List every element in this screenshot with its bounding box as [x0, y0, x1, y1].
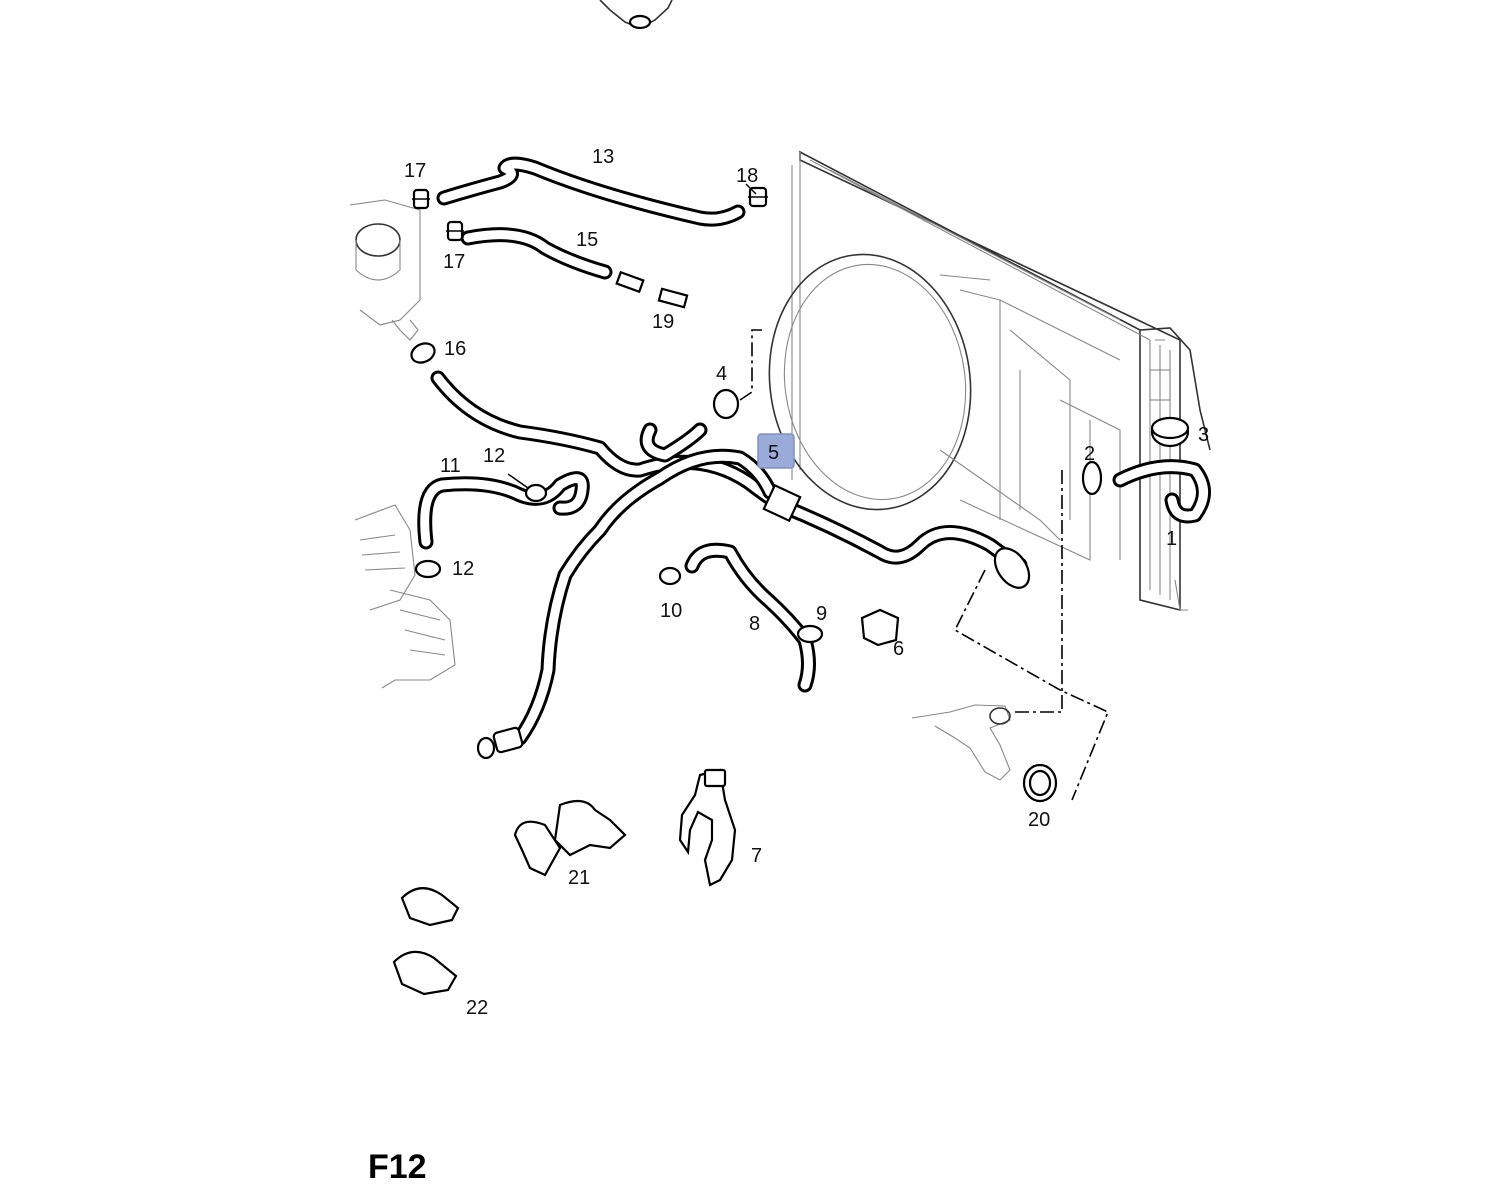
hose-1 — [1112, 459, 1211, 524]
expansion-tank — [349, 199, 421, 341]
thermostat-housing — [911, 704, 1011, 781]
hose-16-main — [430, 370, 1031, 589]
label-5[interactable]: 5 — [768, 442, 779, 464]
clamp-18 — [748, 186, 768, 208]
hose-13 — [436, 156, 746, 227]
label-17b: 17 — [443, 251, 465, 273]
clamp-4 — [712, 329, 762, 420]
radiator-assembly — [768, 150, 1211, 612]
clip-22 — [392, 887, 460, 996]
clamp-12a — [524, 483, 548, 503]
hose-11 — [417, 471, 590, 550]
label-20: 20 — [1028, 809, 1050, 831]
label-3: 3 — [1198, 424, 1209, 446]
clamp-17a — [412, 188, 430, 210]
label-13: 13 — [592, 146, 614, 168]
clamp-3 — [1150, 416, 1190, 448]
bracket-7 — [678, 768, 737, 887]
label-17a: 17 — [404, 160, 426, 182]
hose-tee — [639, 422, 708, 463]
label-18: 18 — [736, 165, 758, 187]
label-10: 10 — [660, 600, 682, 622]
label-8: 8 — [749, 613, 760, 635]
clamp-10 — [658, 566, 682, 586]
hose-8 — [684, 542, 816, 693]
label-15: 15 — [576, 229, 598, 251]
clamp-16 — [410, 342, 436, 364]
callout-5-highlight[interactable] — [757, 433, 795, 469]
bracket-21 — [513, 799, 627, 877]
label-12b: 12 — [452, 558, 474, 580]
label-1: 1 — [1166, 528, 1177, 550]
clamp-6 — [860, 608, 900, 647]
label-7: 7 — [751, 845, 762, 867]
clamp-17b — [446, 220, 464, 242]
hose-15 — [460, 227, 645, 294]
label-9: 9 — [816, 603, 827, 625]
clamp-20 — [1022, 763, 1058, 803]
label-16: 16 — [444, 338, 466, 360]
label-4: 4 — [716, 363, 727, 385]
leader-lines — [507, 183, 757, 489]
junction-5 — [762, 483, 802, 523]
page-code: F12 — [368, 1148, 427, 1186]
hose-lower-left — [476, 448, 778, 760]
fitting-19 — [657, 287, 689, 309]
engine-block — [354, 504, 456, 689]
top-partial-part — [599, 0, 673, 30]
label-21: 21 — [568, 867, 590, 889]
guide-lines — [953, 470, 1110, 801]
label-22: 22 — [466, 997, 488, 1019]
clamp-9 — [796, 624, 824, 644]
clamp-2 — [1081, 460, 1103, 496]
label-12a: 12 — [483, 445, 505, 467]
label-11: 11 — [440, 455, 461, 477]
label-6: 6 — [893, 638, 904, 660]
clamp-12b — [414, 559, 442, 579]
label-19: 19 — [652, 311, 674, 333]
label-2: 2 — [1084, 443, 1095, 465]
